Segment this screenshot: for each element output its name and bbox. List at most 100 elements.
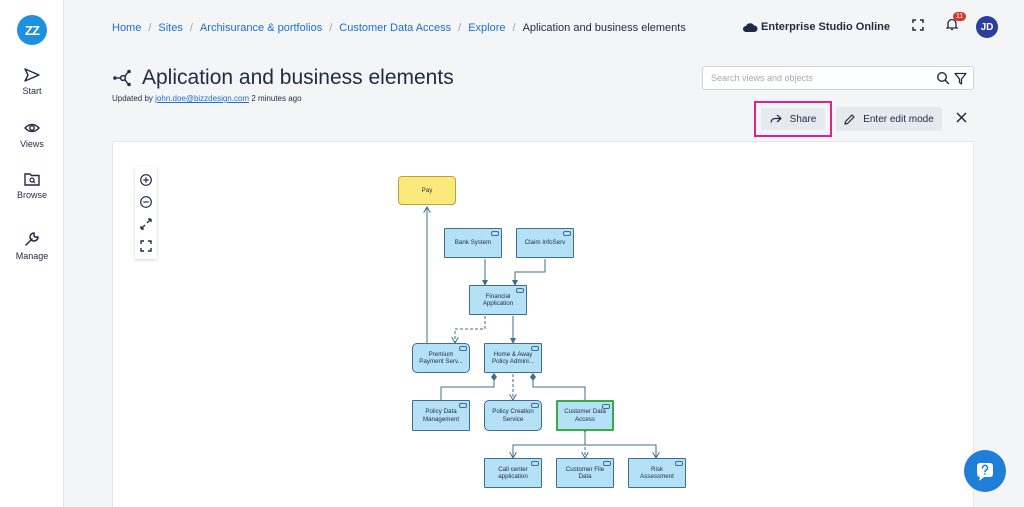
breadcrumb-explore[interactable]: Explore [468,22,506,34]
breadcrumb: Home/ Sites/ Archisurance & portfolios/ … [112,22,686,34]
sidebar-item-label: Views [20,139,44,149]
updated-user-link[interactable]: john.doe@bizzdesign.com [155,94,250,103]
breadcrumb-separator: / [148,22,152,34]
avatar[interactable]: JD [976,16,998,38]
pencil-icon [844,113,855,125]
node-label: Claim InfoServ [524,239,566,247]
notification-count-badge: 11 [953,12,967,21]
studio-label: Enterprise Studio Online [761,21,890,33]
sidebar: ZZ Start Views Browse Manage [0,0,64,507]
component-icon [563,231,571,236]
data-object-icon [603,461,611,466]
diagram-node-risk-assessment[interactable]: Risk Assessment [628,458,686,488]
component-icon [531,346,539,351]
close-icon [956,112,967,123]
network-icon [113,69,131,87]
node-label: Customer Data Access [564,408,606,423]
share-button[interactable]: Share [761,108,825,130]
node-label: Policy Creation Service [492,408,534,423]
close-button[interactable] [956,110,967,128]
search-input[interactable] [711,73,936,83]
node-label: Risk Assessment [640,465,674,481]
node-label: Financial Application [482,292,514,308]
breadcrumb-separator: / [512,22,516,34]
diagram-node-policy-creation-service[interactable]: Policy Creation Service [484,400,542,431]
zoom-out-icon[interactable] [139,195,153,209]
diagram-node-home-away-policy[interactable]: Home & Away Policy Admini... [484,343,542,373]
updated-info: Updated by john.doe@bizzdesign.com 2 min… [112,94,302,103]
breadcrumb-separator: / [329,22,333,34]
fit-to-screen-icon[interactable] [139,217,153,231]
diagram-node-claim-infoserv[interactable]: Claim InfoServ [516,228,574,258]
wrench-icon [25,232,39,246]
sidebar-item-browse[interactable]: Browse [0,172,64,200]
filter-icon[interactable] [954,72,967,85]
breadcrumb-separator: / [189,22,193,34]
diagram-node-policy-data-management[interactable]: Policy Data Management [412,400,470,431]
breadcrumb-archisurance[interactable]: Archisurance & portfolios [199,22,323,34]
notifications-button[interactable]: 11 [945,12,967,36]
studio-indicator: Enterprise Studio Online [742,21,890,33]
updated-suffix: 2 minutes ago [249,94,302,103]
help-chat-button[interactable] [964,450,1006,492]
node-label: Policy Data Management [422,408,460,423]
share-arrow-icon [770,114,782,123]
diagram-node-call-center-application[interactable]: Call center application [484,458,542,488]
cloud-icon [743,22,758,32]
sidebar-item-label: Manage [15,251,49,261]
diagram-node-bank-system[interactable]: Bank System [444,228,502,258]
search-icon[interactable] [936,71,950,85]
breadcrumb-sites[interactable]: Sites [158,22,183,34]
breadcrumb-home[interactable]: Home [112,22,142,34]
header-actions: Enterprise Studio Online 11 JD [742,12,998,38]
breadcrumb-customer-data-access[interactable]: Customer Data Access [339,22,452,34]
sidebar-item-label: Browse [16,190,47,200]
service-icon [531,403,539,408]
breadcrumb-current: Aplication and business elements [522,22,686,34]
page-title-row: Aplication and business elements [112,66,454,90]
node-label: Home & Away Policy Admini... [492,350,534,366]
component-icon [491,231,499,236]
component-icon [602,404,610,409]
diagram-connectors [113,142,975,507]
sidebar-item-views[interactable]: Views [0,121,64,149]
component-icon [516,288,524,293]
share-highlight: Share [754,101,832,137]
component-icon [675,461,683,466]
diagram-canvas[interactable]: Pay Bank System Claim InfoServ Financial… [112,141,974,507]
main-area: Home/ Sites/ Archisurance & portfolios/ … [64,0,1024,507]
node-label: Customer File Data [565,465,605,481]
diagram-node-customer-file-data[interactable]: Customer File Data [556,458,614,488]
node-label: Premium Payment Serv... [419,350,463,366]
diagram-node-pay[interactable]: Pay [398,176,456,205]
share-label: Share [789,113,817,125]
help-chat-icon [977,463,993,481]
component-icon [459,403,467,408]
sidebar-item-start[interactable]: Start [0,68,64,96]
component-icon [531,461,539,466]
breadcrumb-separator: / [458,22,462,34]
node-label: Call center application [498,465,528,481]
search-box [702,66,974,90]
edit-label: Enter edit mode [863,113,934,125]
updated-prefix: Updated by [112,94,156,103]
app-logo[interactable]: ZZ [17,15,47,45]
enter-edit-mode-button[interactable]: Enter edit mode [836,107,942,131]
node-label: Bank System [454,239,492,247]
service-icon [459,346,467,351]
eye-icon [24,123,40,133]
diagram-node-premium-payment[interactable]: Premium Payment Serv... [412,343,470,373]
page-title: Aplication and business elements [142,66,454,89]
sidebar-item-manage[interactable]: Manage [0,231,64,261]
sidebar-item-label: Start [22,86,42,96]
fullscreen-button[interactable] [912,18,924,36]
diagram-node-customer-data-access[interactable]: Customer Data Access [556,400,614,431]
fullscreen-icon [912,19,924,31]
node-label: Pay [421,186,433,194]
send-icon [24,68,40,82]
folder-search-icon [24,173,40,186]
diagram-node-financial-application[interactable]: Financial Application [469,285,527,315]
zoom-controls [135,167,157,259]
expand-icon[interactable] [139,239,153,253]
zoom-in-icon[interactable] [139,173,153,187]
